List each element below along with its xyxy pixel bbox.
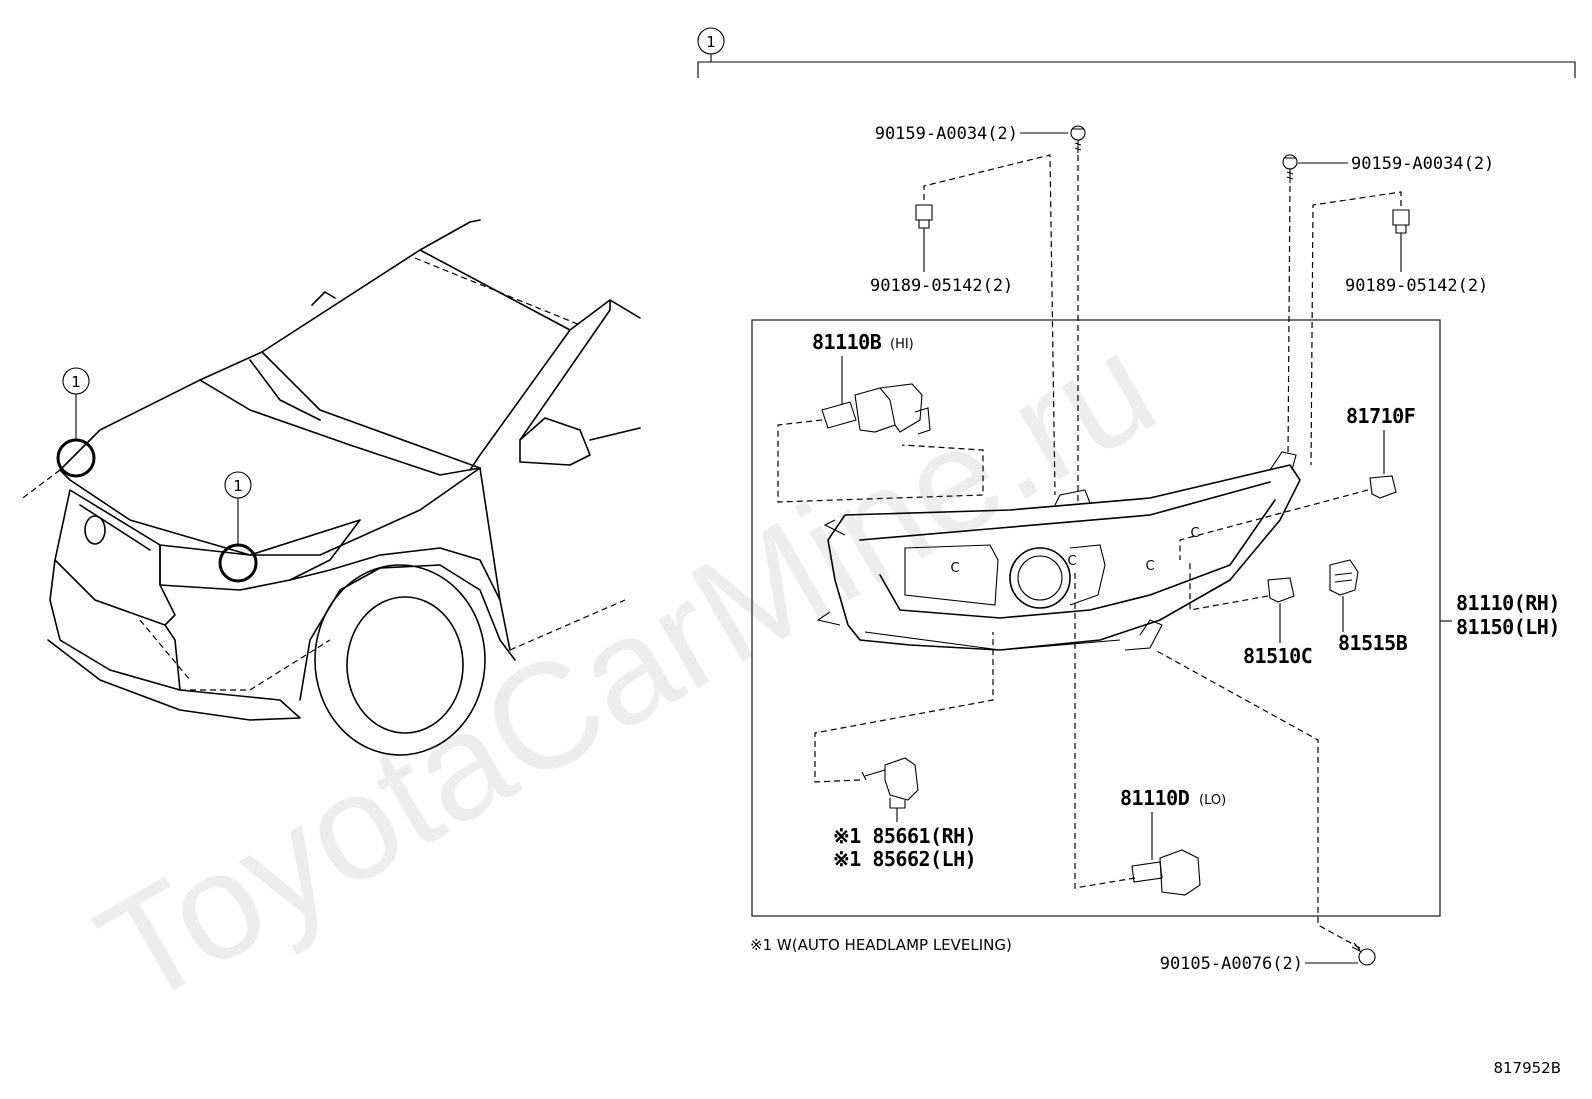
label-bolt-top-left: 90159-A0034(2): [875, 124, 1018, 144]
bolt-top-right-icon: [1282, 154, 1298, 183]
label-screw-bottom: 90105-A0076(2): [1160, 954, 1303, 974]
svg-text:C: C: [1067, 554, 1076, 569]
headlamp-housing-icon: C C C C: [816, 451, 1301, 651]
watermark-text: ToyotaCarMine.ru: [72, 300, 1181, 1037]
headlamp-location-right: [218, 543, 258, 583]
headlamp-location-left: [56, 438, 96, 478]
footnote-text: ※1 W(AUTO HEADLAMP LEVELING): [750, 936, 1012, 954]
nut-left-icon: [915, 204, 933, 229]
callout-1-right-text: 1: [233, 477, 243, 495]
label-nut-right: 90189-05142(2): [1345, 276, 1488, 296]
label-bulb-lo-note: (LO): [1199, 793, 1226, 808]
label-nut-left: 90189-05142(2): [870, 276, 1013, 296]
nut-right-icon: [1392, 209, 1410, 234]
headlamp-assembly-diagram: 1 90159-A0034(2) 90189-05142(2) 90159-A0…: [697, 27, 1576, 1077]
screw-bottom-icon: [1351, 942, 1376, 966]
assembly-box: [751, 319, 1441, 917]
bulb-side-icon: [1369, 475, 1397, 499]
callout-1-left-text: 1: [71, 373, 81, 391]
label-bulb-hi-note: (HI): [890, 337, 914, 352]
label-bulb-side: 81710F: [1346, 404, 1415, 428]
assembly-callout-text: 1: [706, 33, 716, 51]
svg-text:C: C: [1145, 559, 1154, 574]
label-bulb-socket-b: 81515B: [1338, 631, 1408, 655]
svg-text:C: C: [1190, 526, 1199, 541]
bulb-c-icon: [1267, 577, 1295, 603]
label-leveling-lh: ※1 85662(LH): [833, 847, 976, 871]
label-leveling-rh: ※1 85661(RH): [833, 824, 976, 848]
leveling-actuator-icon: [861, 757, 919, 809]
svg-text:C: C: [950, 561, 959, 576]
bulb-socket-b-icon: [1329, 559, 1359, 596]
label-bulb-lo: 81110D: [1120, 786, 1190, 810]
label-bulb-hi: 81110B: [812, 330, 882, 354]
bulb-lo-icon: [1131, 849, 1201, 896]
vehicle-illustration: 1 1: [19, 219, 641, 756]
diagram-code: 817952B: [1493, 1059, 1561, 1077]
label-bulb-c: 81510C: [1243, 644, 1312, 668]
label-assembly-rh: 81110(RH): [1456, 591, 1560, 615]
bolt-top-left-icon: [1070, 125, 1086, 153]
bulb-hi-icon: [821, 383, 931, 435]
label-bolt-top-right: 90159-A0034(2): [1351, 154, 1494, 174]
label-assembly-lh: 81150(LH): [1456, 615, 1560, 639]
